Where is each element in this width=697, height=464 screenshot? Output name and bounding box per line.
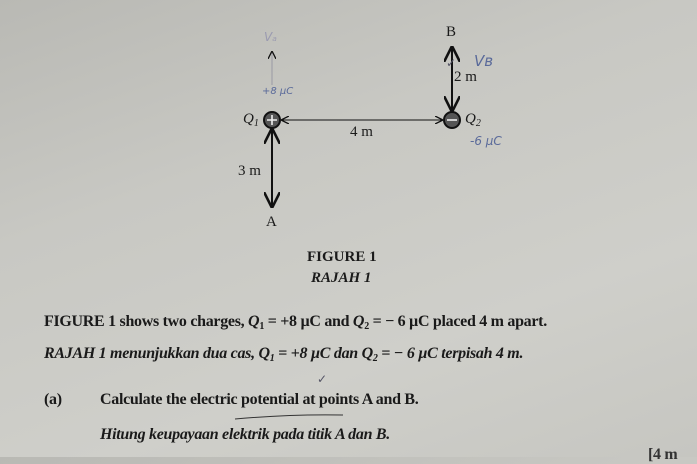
- handwritten-q2-value: -6 µC: [470, 134, 502, 148]
- charge-q2-label: Q2: [465, 111, 481, 129]
- marks-label: [4 m: [648, 446, 678, 463]
- negative-charge-icon: [443, 111, 461, 129]
- handwritten-check: ✓: [317, 372, 328, 386]
- figure-caption-ms: RAJAH 1: [311, 270, 372, 286]
- distance-3m-label: 3 m: [238, 163, 261, 179]
- positive-charge-icon: [263, 111, 281, 129]
- distance-2m-label: 2 m: [454, 69, 477, 85]
- distance-4m-label: 4 m: [350, 124, 373, 140]
- statement-en: FIGURE 1 shows two charges, Q1 = +8 µC a…: [44, 313, 547, 332]
- handwritten-underline: [234, 414, 344, 420]
- handwritten-vb: Vʙ: [474, 52, 493, 70]
- point-a-label: A: [266, 214, 277, 230]
- part-a-label: (a): [44, 391, 62, 408]
- figure-caption-en: FIGURE 1: [307, 249, 377, 265]
- handwritten-va: Vₐ: [264, 30, 277, 44]
- charge-q1-label: Q1: [243, 111, 259, 129]
- question-en: Calculate the electric potential at poin…: [100, 391, 419, 408]
- question-ms: Hitung keupayaan elektrik pada titik A d…: [100, 426, 390, 443]
- handwritten-q1-value: +8 µC: [262, 86, 294, 97]
- point-b-label: B: [446, 24, 457, 40]
- statement-ms: RAJAH 1 menunjukkan dua cas, Q1 = +8 µC …: [44, 345, 524, 364]
- handwritten-check-b: ✓: [446, 56, 457, 70]
